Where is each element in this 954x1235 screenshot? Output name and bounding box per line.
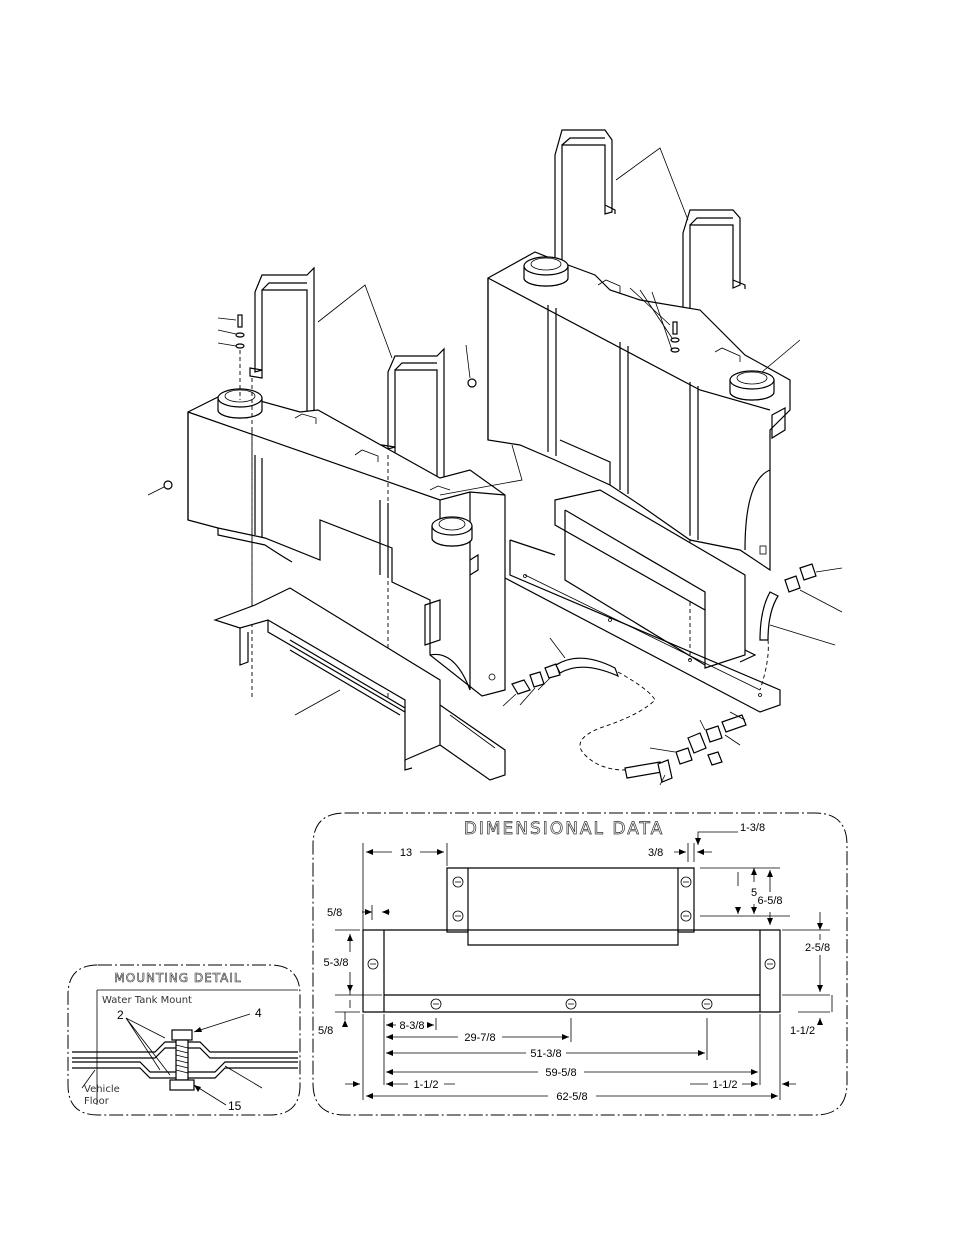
left-tank-strap-rear: [249, 266, 315, 416]
dim-2-5-8: 2-5/8: [805, 942, 830, 954]
left-tank-fill-cap-rear: [217, 388, 263, 419]
right-bolt-stack: [629, 287, 680, 353]
dim-8-3-8: 8-3/8: [399, 1020, 424, 1032]
bolt-shank: [175, 1039, 189, 1081]
right-vent-fitting: [465, 344, 477, 388]
dim-5-8-top: 5/8: [327, 907, 342, 919]
left-tank-fill-cap-front: [431, 516, 473, 547]
vehicle-floor-label-1: Vehicle: [84, 1084, 120, 1095]
callout-2: 2: [117, 1008, 124, 1022]
upper-bracket-outline: [446, 867, 695, 946]
strap-leader-left: [317, 284, 393, 359]
dim-59-5-8: 59-5/8: [545, 1067, 576, 1079]
mounting-detail-panel: MOUNTING DETAIL Water Tank Mount 2 4 15 …: [67, 964, 301, 1116]
dim-1-1-2-right: 1-1/2: [790, 1025, 815, 1037]
left-vent-fitting: [147, 480, 173, 496]
right-outlet-fittings: [759, 563, 843, 691]
dim-1-1-2-left: 1-1/2: [413, 1079, 438, 1091]
dimensional-data-border: [312, 812, 848, 1116]
left-bolt-stack: [217, 314, 245, 349]
dim-5-8-bottom: 5/8: [318, 1025, 333, 1037]
dim-13: 13: [400, 847, 412, 859]
dimensional-data-panel: DIMENSIONAL DATA: [312, 812, 848, 1116]
nut: [169, 1079, 195, 1091]
dim-29-7-8: 29-7/8: [464, 1032, 495, 1044]
dim-6-5-8: 6-5/8: [757, 895, 782, 907]
left-outlet-fittings: [502, 663, 561, 707]
vehicle-floor-label-2: Floor: [84, 1096, 110, 1107]
left-tank-assembly: [147, 266, 506, 700]
right-tank-assembly: [439, 129, 801, 660]
connecting-hose: [549, 637, 663, 779]
dim-5-3-8: 5-3/8: [323, 957, 348, 969]
right-tank-fill-cap-rear: [523, 256, 569, 287]
dimensional-data-title: DIMENSIONAL DATA: [464, 819, 664, 839]
bolt-head: [171, 1029, 193, 1041]
callout-15: 15: [228, 1099, 242, 1113]
dim-5: 5: [751, 887, 757, 899]
callout-4: 4: [255, 1006, 262, 1020]
strap-leader-right: [615, 147, 689, 221]
mounting-detail-title: MOUNTING DETAIL: [114, 971, 241, 985]
mounting-detail-border: [67, 964, 301, 1116]
lower-rail-outline: [362, 929, 781, 1013]
left-mounting-base: [213, 587, 506, 781]
right-tank-body: [487, 251, 791, 572]
tee-fitting-cluster: [649, 711, 747, 786]
right-mounting-base: [504, 489, 781, 713]
mounting-detail-subtitle: Water Tank Mount: [102, 995, 192, 1006]
dimension-lines: [342, 831, 833, 1099]
dim-51-3-8: 51-3/8: [530, 1048, 561, 1060]
right-tank-fill-cap-front: [729, 339, 801, 401]
dim-1-3-8: 1-3/8: [740, 822, 765, 834]
dim-1-1-2-mid: 1-1/2: [712, 1079, 737, 1091]
dim-62-5-8: 62-5/8: [556, 1091, 587, 1103]
dim-3-8: 3/8: [648, 847, 663, 859]
